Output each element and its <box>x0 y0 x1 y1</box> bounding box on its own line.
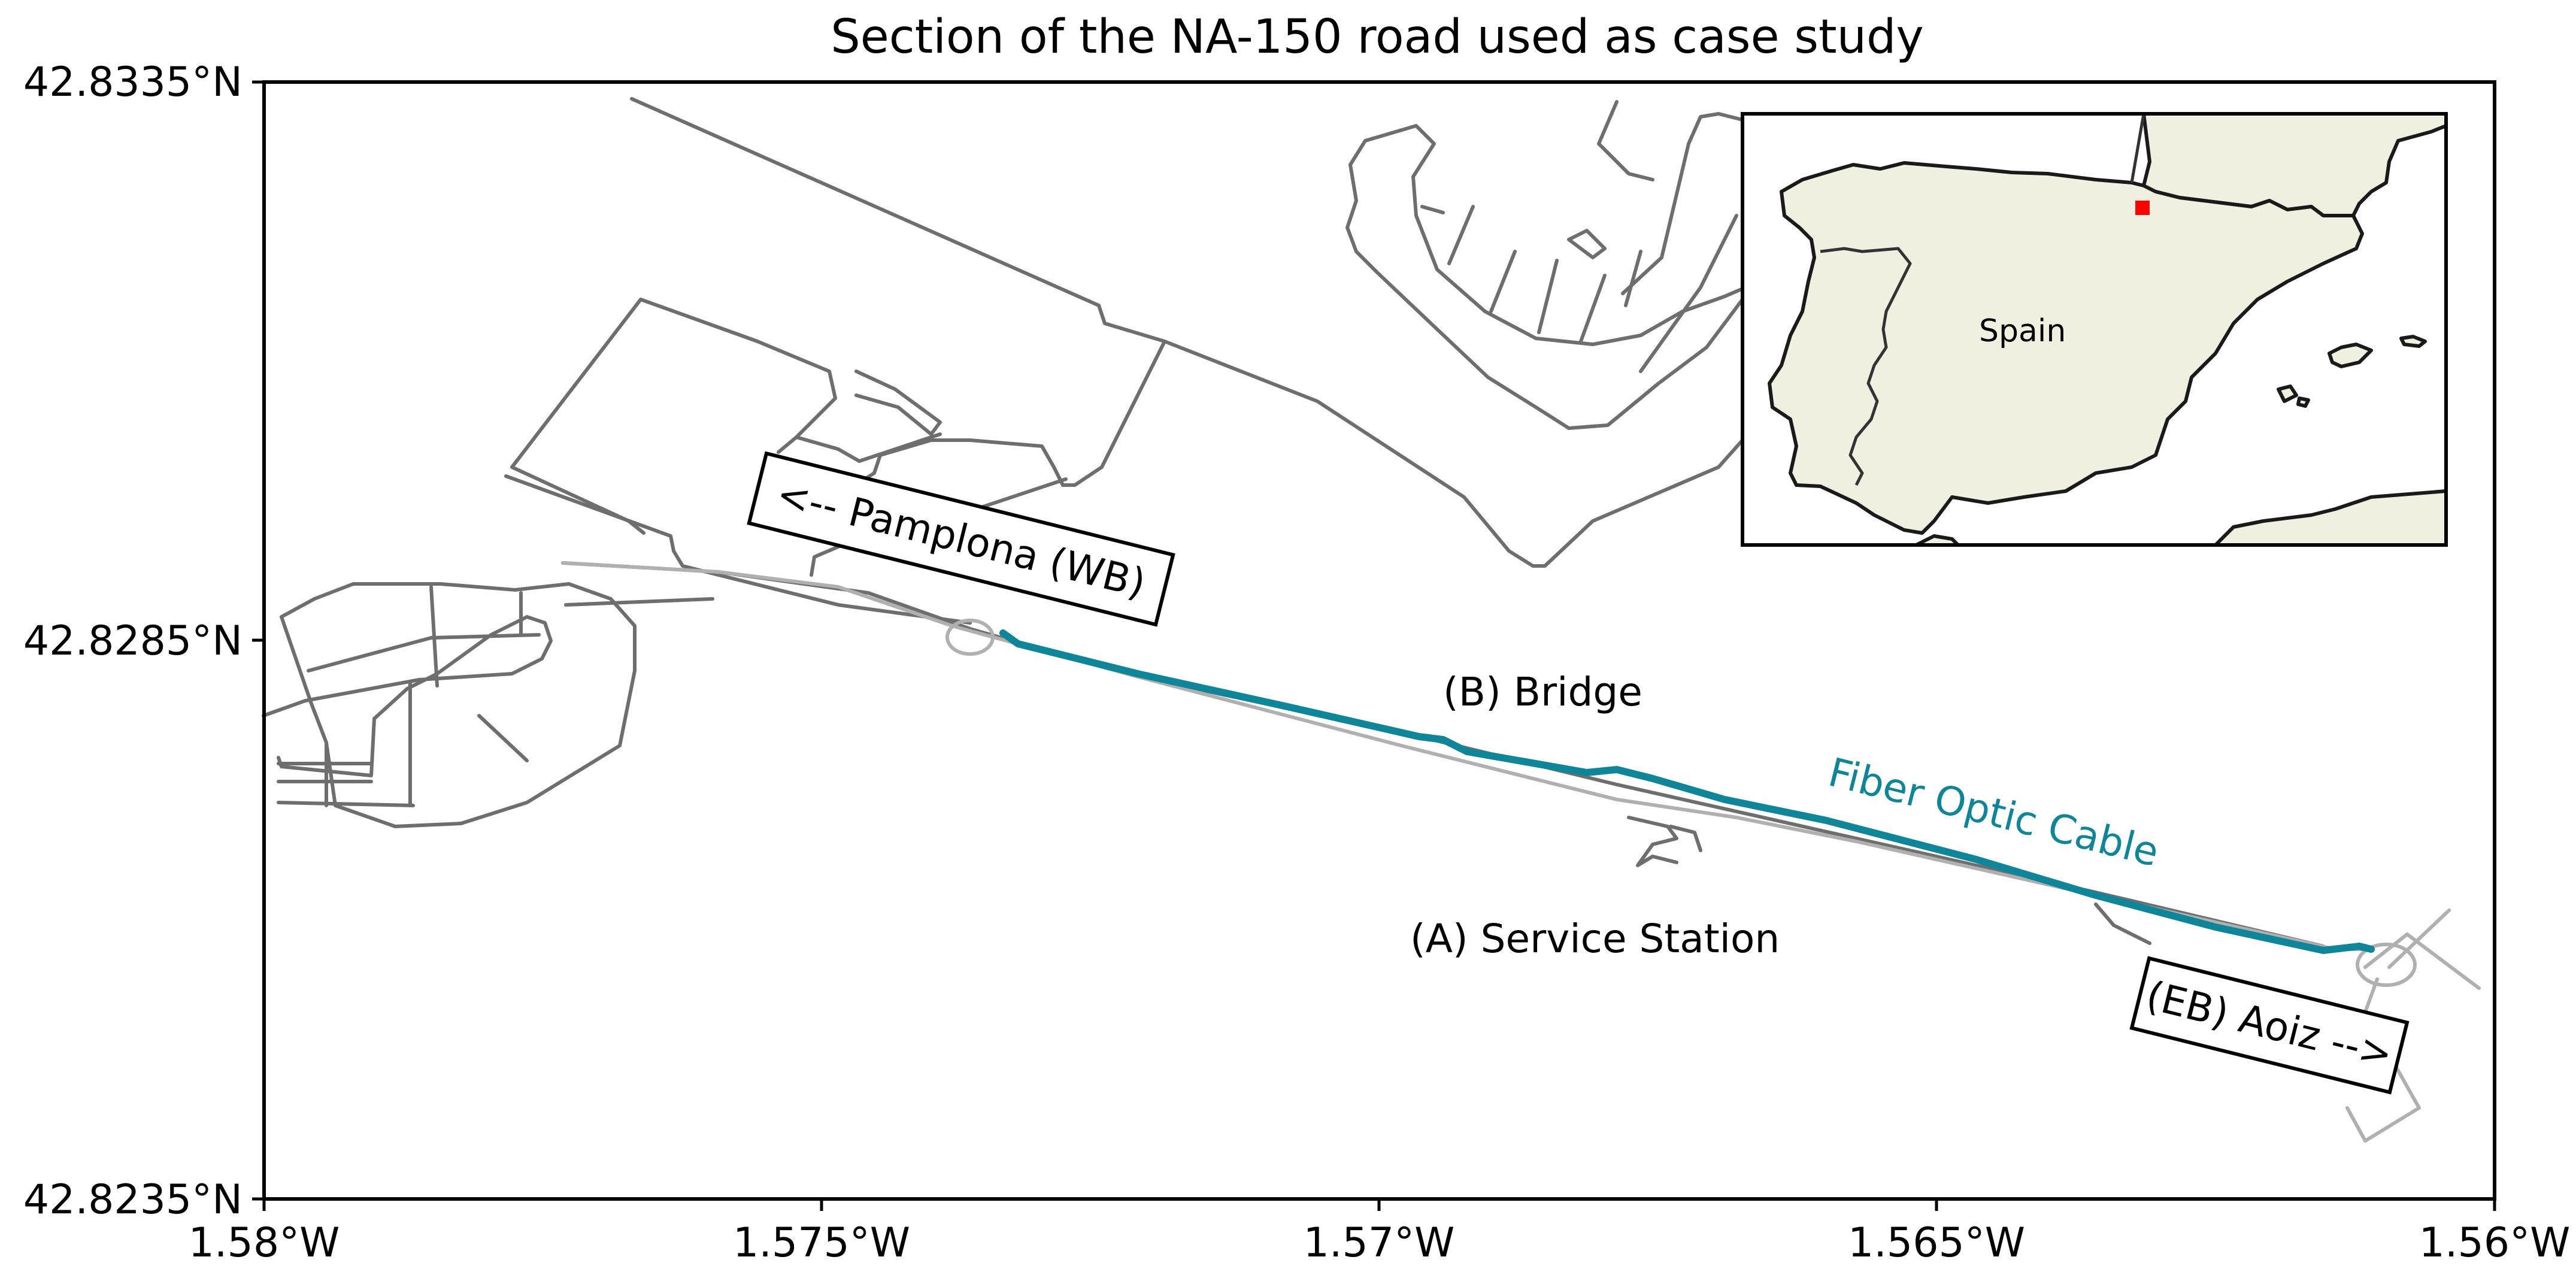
eastbound-label-box: (EB) Aoiz --> <box>2129 956 2410 1095</box>
africa-landmass <box>2214 489 2446 545</box>
y-tick-label: 42.8335°N <box>23 59 243 106</box>
y-tick-label: 42.8285°N <box>23 617 243 665</box>
inset-country-label: Spain <box>1979 313 2066 349</box>
service-station-label: (A) Service Station <box>1410 916 1780 962</box>
x-tick-label: 1.565°W <box>1848 1219 2025 1267</box>
x-tick-label: 1.575°W <box>733 1219 910 1267</box>
map-title: Section of the NA-150 road used as case … <box>831 10 1923 64</box>
x-tick-label: 1.57°W <box>1304 1219 1455 1267</box>
inset-frame <box>1741 112 2448 547</box>
x-tick-label: 1.58°W <box>189 1219 340 1267</box>
y-tick-label: 42.8235°N <box>23 1176 243 1224</box>
balearic-islands <box>2328 343 2373 368</box>
iberia-landmass <box>1768 161 2364 535</box>
x-tick-label: 1.56°W <box>2419 1219 2571 1267</box>
inset-map: Spain <box>1741 112 2448 547</box>
x-axis: 1.58°W 1.575°W 1.57°W 1.565°W 1.56°W <box>189 1199 2571 1267</box>
y-axis: 42.8335°N 42.8285°N 42.8235°N <box>23 59 264 1224</box>
fiber-optic-cable-label: Fiber Optic Cable <box>1824 749 2163 876</box>
fiber-optic-cable-line <box>999 629 2375 954</box>
bridge-label: (B) Bridge <box>1443 669 1642 715</box>
portugal-border <box>1820 247 1912 486</box>
study-location-marker <box>2135 201 2150 215</box>
